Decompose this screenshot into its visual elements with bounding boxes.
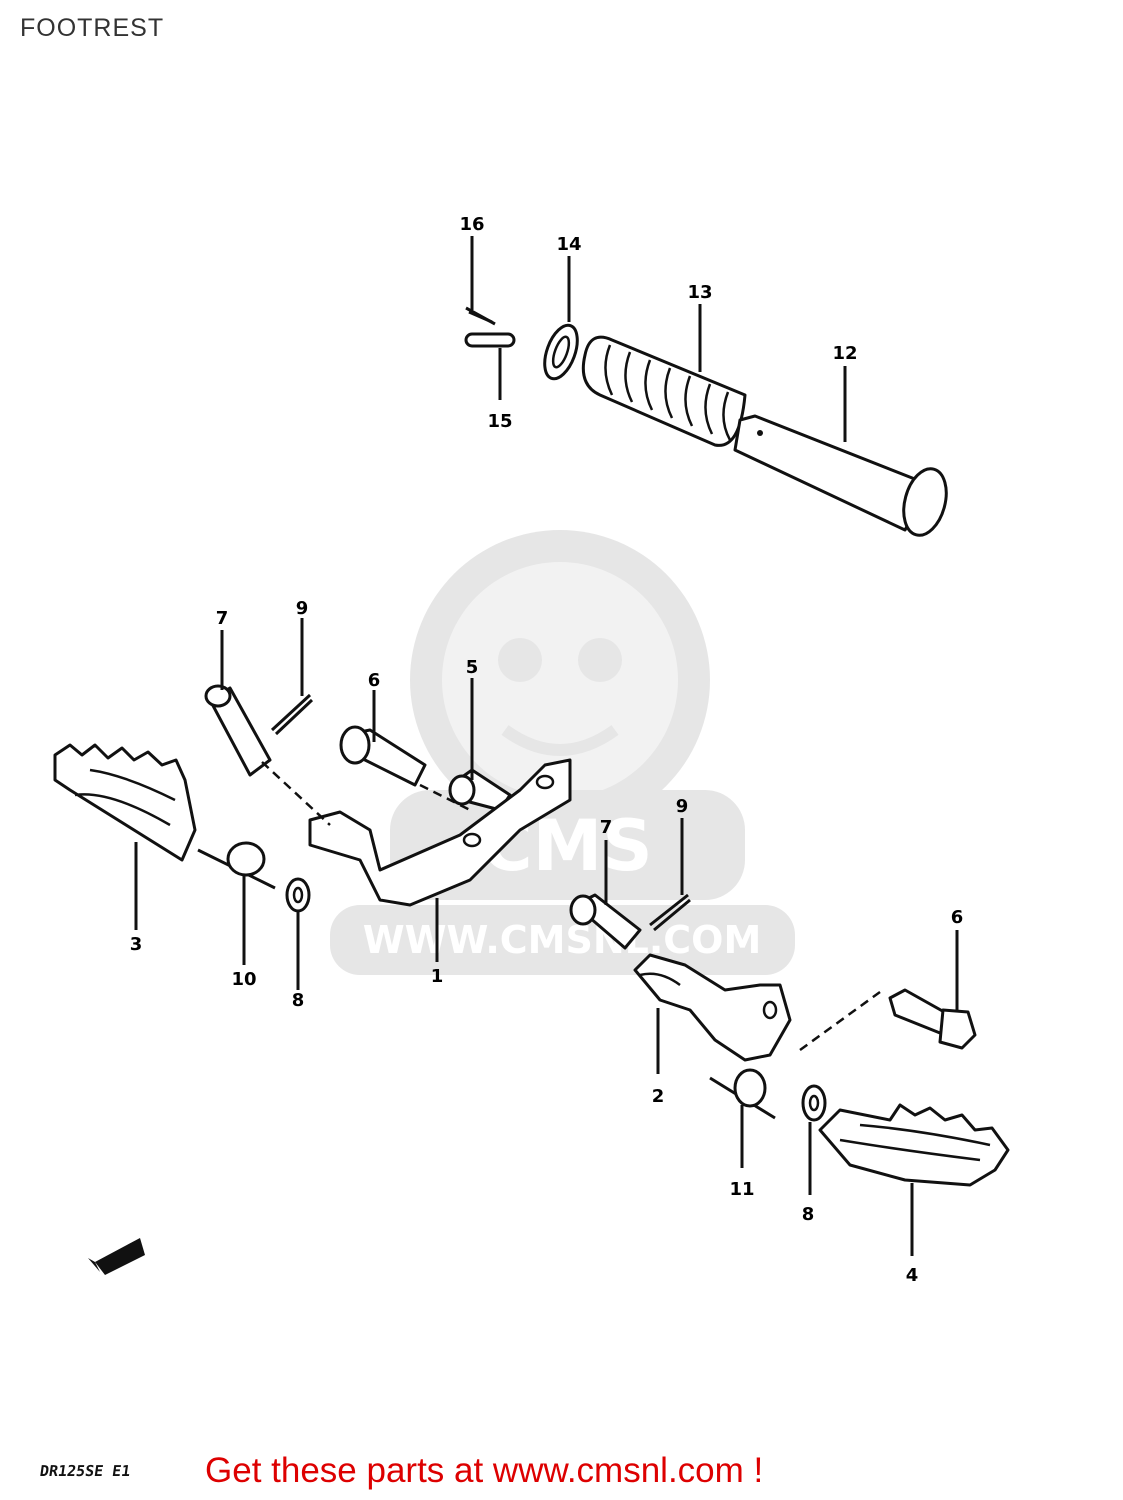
- part-2-footrest-bracket-right: [633, 953, 881, 1074]
- part-9-cotter-pin-right: [649, 818, 691, 932]
- callout-14: 14: [556, 234, 581, 255]
- callout-9-left: 9: [296, 598, 309, 619]
- callout-8-right: 8: [802, 1204, 815, 1225]
- part-7-pin-right: [569, 840, 642, 950]
- part-1-footrest-bracket: [261, 758, 572, 962]
- callout-5: 5: [466, 657, 479, 678]
- model-code: DR125SE E1: [38, 1462, 132, 1480]
- part-6-bolt-lower: [888, 930, 977, 1050]
- part-8-washer-left: [285, 877, 311, 990]
- part-16-cotter-pin: [465, 236, 496, 326]
- callout-13: 13: [687, 282, 712, 303]
- callout-1: 1: [431, 966, 444, 987]
- part-11-spring-right: [709, 1068, 776, 1168]
- promo-link-text[interactable]: Get these parts at www.cmsnl.com !: [205, 1451, 764, 1490]
- callout-10: 10: [231, 969, 256, 990]
- part-10-spring-left: [197, 841, 276, 965]
- callout-2: 2: [652, 1086, 665, 1107]
- callout-4: 4: [906, 1265, 919, 1286]
- callout-11: 11: [729, 1179, 754, 1200]
- part-13-spring: [581, 304, 747, 447]
- callout-3: 3: [130, 934, 143, 955]
- callout-7-right: 7: [600, 817, 613, 838]
- callout-labels: 1 2 3 4 5 6 6 7 7 8 8 9 9 10 11 12 13 14…: [130, 214, 964, 1286]
- callout-15: 15: [487, 411, 512, 432]
- part-12-pillion-footrest: [733, 366, 948, 537]
- callout-6-upper: 6: [368, 670, 381, 691]
- part-6-bolt-upper: [339, 690, 427, 787]
- part-7-pin-left: [204, 630, 272, 777]
- watermark-url-text: WWW.CMSNL.COM: [363, 918, 762, 962]
- part-14-washer: [543, 256, 579, 381]
- callout-6-lower: 6: [951, 907, 964, 928]
- callout-16: 16: [459, 214, 484, 235]
- part-4-footpeg-right: [818, 1103, 1010, 1256]
- callout-7-left: 7: [216, 608, 229, 629]
- part-15-pin: [464, 332, 516, 400]
- front-arrow-icon: [88, 1238, 145, 1275]
- part-3-footpeg-left: [53, 743, 197, 930]
- callout-12: 12: [832, 343, 857, 364]
- part-9-cotter-pin-left: [270, 618, 314, 736]
- part-8-washer-right: [801, 1084, 827, 1195]
- callout-8-left: 8: [292, 990, 305, 1011]
- callout-9-right: 9: [676, 796, 689, 817]
- page-title: FOOTREST: [20, 14, 165, 42]
